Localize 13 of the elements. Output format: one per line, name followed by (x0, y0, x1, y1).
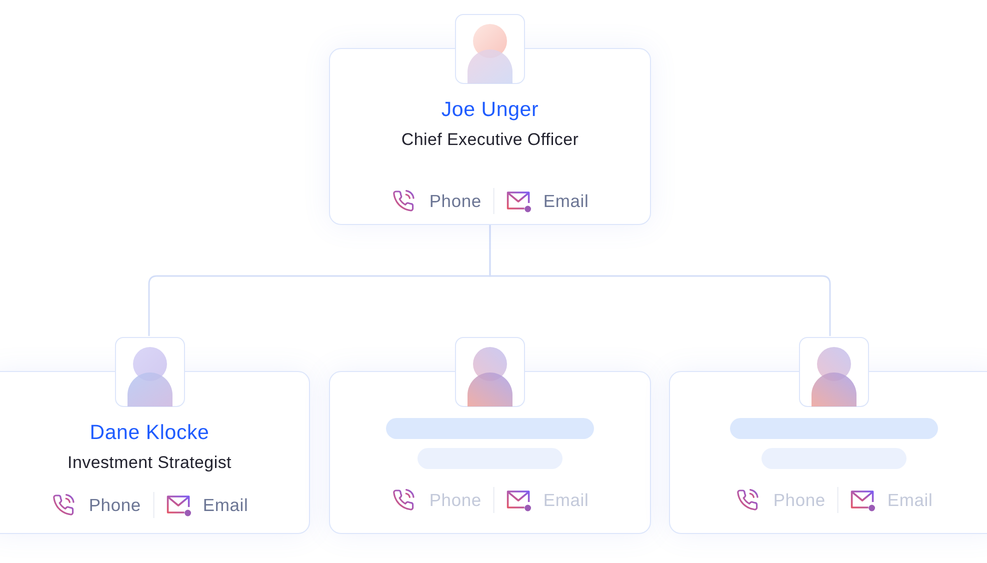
contact-label: Phone (88, 494, 141, 516)
contact-label: Email (202, 494, 248, 516)
contact-label: Phone (429, 190, 482, 212)
person-name: Joe Unger (441, 98, 539, 122)
contact-label: Email (543, 190, 589, 212)
job-title: Chief Executive Officer (401, 130, 579, 150)
job-title: Investment Strategist (68, 453, 232, 473)
contact-label: Email (543, 490, 589, 510)
contact-label: Phone (773, 490, 826, 510)
contact-label: Email (887, 490, 933, 510)
contact-label: Phone (429, 490, 482, 510)
connector-line (489, 225, 831, 336)
person-name: Dane Klocke (90, 421, 210, 445)
